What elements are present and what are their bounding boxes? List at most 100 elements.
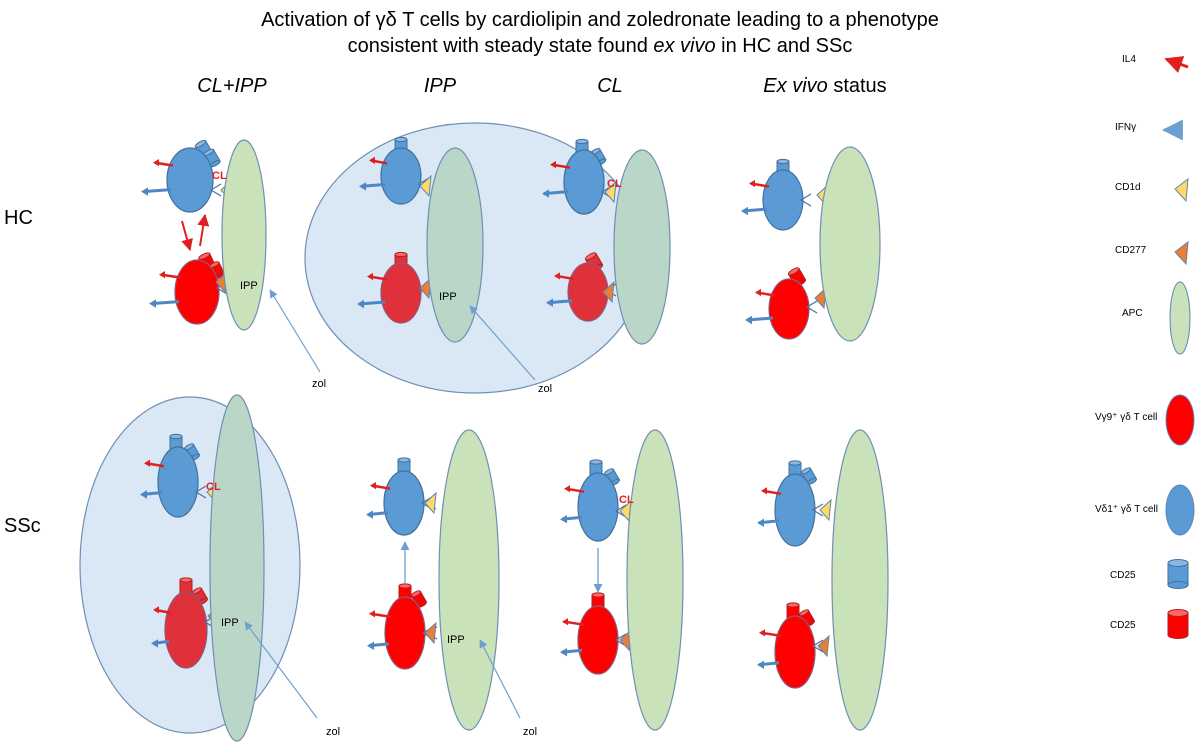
receptor-chevron: [614, 504, 627, 518]
il4-arrowhead: [159, 271, 165, 279]
receptor-chevron: [811, 503, 824, 517]
interaction-arrows: [181, 213, 603, 593]
ifng-arrowhead: [542, 189, 549, 198]
legend-label-il4: IL4: [1122, 54, 1136, 65]
receptor-chevron: [614, 633, 627, 647]
zol-arrow: [469, 305, 536, 381]
red-arrow-down: [181, 220, 193, 252]
zol-arrow: [479, 639, 521, 719]
apc-cell: [626, 429, 684, 731]
vg9-t-cell: [577, 605, 619, 675]
ifng-arrowhead: [757, 660, 764, 669]
cl-label: CL: [206, 481, 221, 493]
cd1d-triangle: [424, 491, 437, 515]
ifng-arrowhead: [741, 206, 748, 216]
il4-arrowhead: [550, 161, 556, 169]
ipp-label: IPP: [240, 280, 258, 292]
il4-arrowhead: [369, 610, 375, 618]
il4-arrowhead: [749, 179, 755, 188]
cd277-triangle: [817, 634, 830, 658]
red-arrow-up: [197, 213, 210, 247]
zol-label: zol: [326, 726, 340, 738]
zol-label: zol: [538, 383, 552, 395]
row-header-hc: HC: [4, 207, 33, 229]
vd1-t-cell: [166, 147, 214, 213]
ifng-arrowhead: [141, 187, 148, 196]
legend-label-vg9-cell: Vγ9⁺ γδ T cell: [1095, 412, 1157, 423]
legend-label-cd25-blue: CD25: [1110, 570, 1136, 581]
il4-arrowhead: [370, 482, 376, 490]
blue-cylinder-icon: [1167, 559, 1189, 589]
red-arrow-icon: [1164, 56, 1189, 73]
apc-cell: [613, 149, 671, 345]
il4-arrowhead: [153, 159, 159, 167]
receptor-chevron: [194, 485, 207, 499]
ifng-arrowhead: [757, 518, 764, 527]
receptor-chevron: [799, 193, 812, 207]
cd1d-triangle: [604, 180, 617, 204]
ifng-arrowhead: [546, 298, 553, 307]
il4-arrowhead: [755, 288, 761, 297]
receptor-chevron: [811, 639, 824, 653]
vd1-t-cell: [383, 470, 425, 536]
vd1-t-cell: [577, 472, 619, 542]
il4-arrowhead: [554, 272, 560, 280]
red-ellipse-icon: [1165, 394, 1195, 446]
il4-arrowhead: [564, 485, 570, 493]
ifng-arrowhead: [359, 182, 366, 191]
vd1-t-cell: [774, 473, 816, 547]
legend-label-apc: APC: [1122, 308, 1143, 319]
blue-ellipse-icon: [1165, 484, 1195, 536]
vg9-t-cell: [164, 591, 208, 669]
il4-arrowhead: [562, 618, 568, 626]
zol-arrow: [269, 289, 321, 373]
zol-arrow: [244, 621, 318, 719]
ifng-arrowhead: [140, 490, 147, 499]
cd25-blue-cylinder: [603, 468, 621, 486]
ifng-arrowhead: [560, 515, 567, 524]
ifng-arrowhead: [367, 641, 374, 650]
apc-cell: [438, 429, 500, 731]
il4-arrowhead: [369, 156, 375, 164]
ipp-label: IPP: [439, 291, 457, 303]
zol-label: zol: [523, 726, 537, 738]
ifng-arrowhead: [366, 510, 373, 519]
vd1-t-cell: [762, 169, 804, 231]
il4-arrowhead: [144, 459, 150, 467]
cl-label: CL: [607, 178, 622, 190]
title-line-2: consistent with steady state found ex vi…: [348, 35, 853, 57]
legend-label-vd1-cell: Vδ1⁺ γδ T cell: [1095, 504, 1158, 515]
legend-label-cd277: CD277: [1115, 245, 1147, 256]
ifng-arrowhead: [151, 639, 158, 648]
legend-label-cd25-red: CD25: [1110, 620, 1136, 631]
vg9-t-cell: [380, 262, 422, 324]
cd1d-triangle: [819, 498, 832, 522]
cd277-triangle: [424, 621, 437, 645]
yellow-triangle-icon: [1174, 177, 1189, 203]
apc-cell: [819, 146, 881, 342]
cl-label: CL: [212, 170, 227, 182]
receptor-chevron: [805, 300, 818, 314]
row-header-ssc: SSc: [4, 515, 41, 537]
vd1-t-cell: [157, 446, 199, 518]
ifng-arrowhead: [560, 648, 567, 657]
ifng-arrowhead: [357, 299, 364, 309]
vg9-t-cell: [174, 259, 220, 325]
ipp-label: IPP: [447, 634, 465, 646]
column-header-ipp: IPP: [424, 75, 457, 97]
legend: IL4 IFNγ CD1d CD277 APC Vγ9⁺ γδ T cell V…: [1095, 54, 1195, 639]
column-header-cl: CL: [597, 75, 623, 97]
receptor-chevron: [209, 183, 222, 197]
orange-triangle-icon: [1174, 240, 1189, 266]
green-ellipse-icon: [1169, 281, 1191, 355]
vg9-t-cell: [768, 278, 810, 340]
cd277-triangle: [602, 280, 615, 304]
ifng-arrowhead: [149, 299, 156, 308]
legend-label-cd1d: CD1d: [1115, 182, 1141, 193]
red-cylinder-icon: [1167, 609, 1189, 639]
il4-arrowhead: [153, 606, 159, 614]
column-header-ex-vivo: Ex vivo status: [763, 75, 886, 97]
il4-arrowhead: [761, 487, 767, 495]
cd25-red-cylinder: [410, 590, 428, 608]
